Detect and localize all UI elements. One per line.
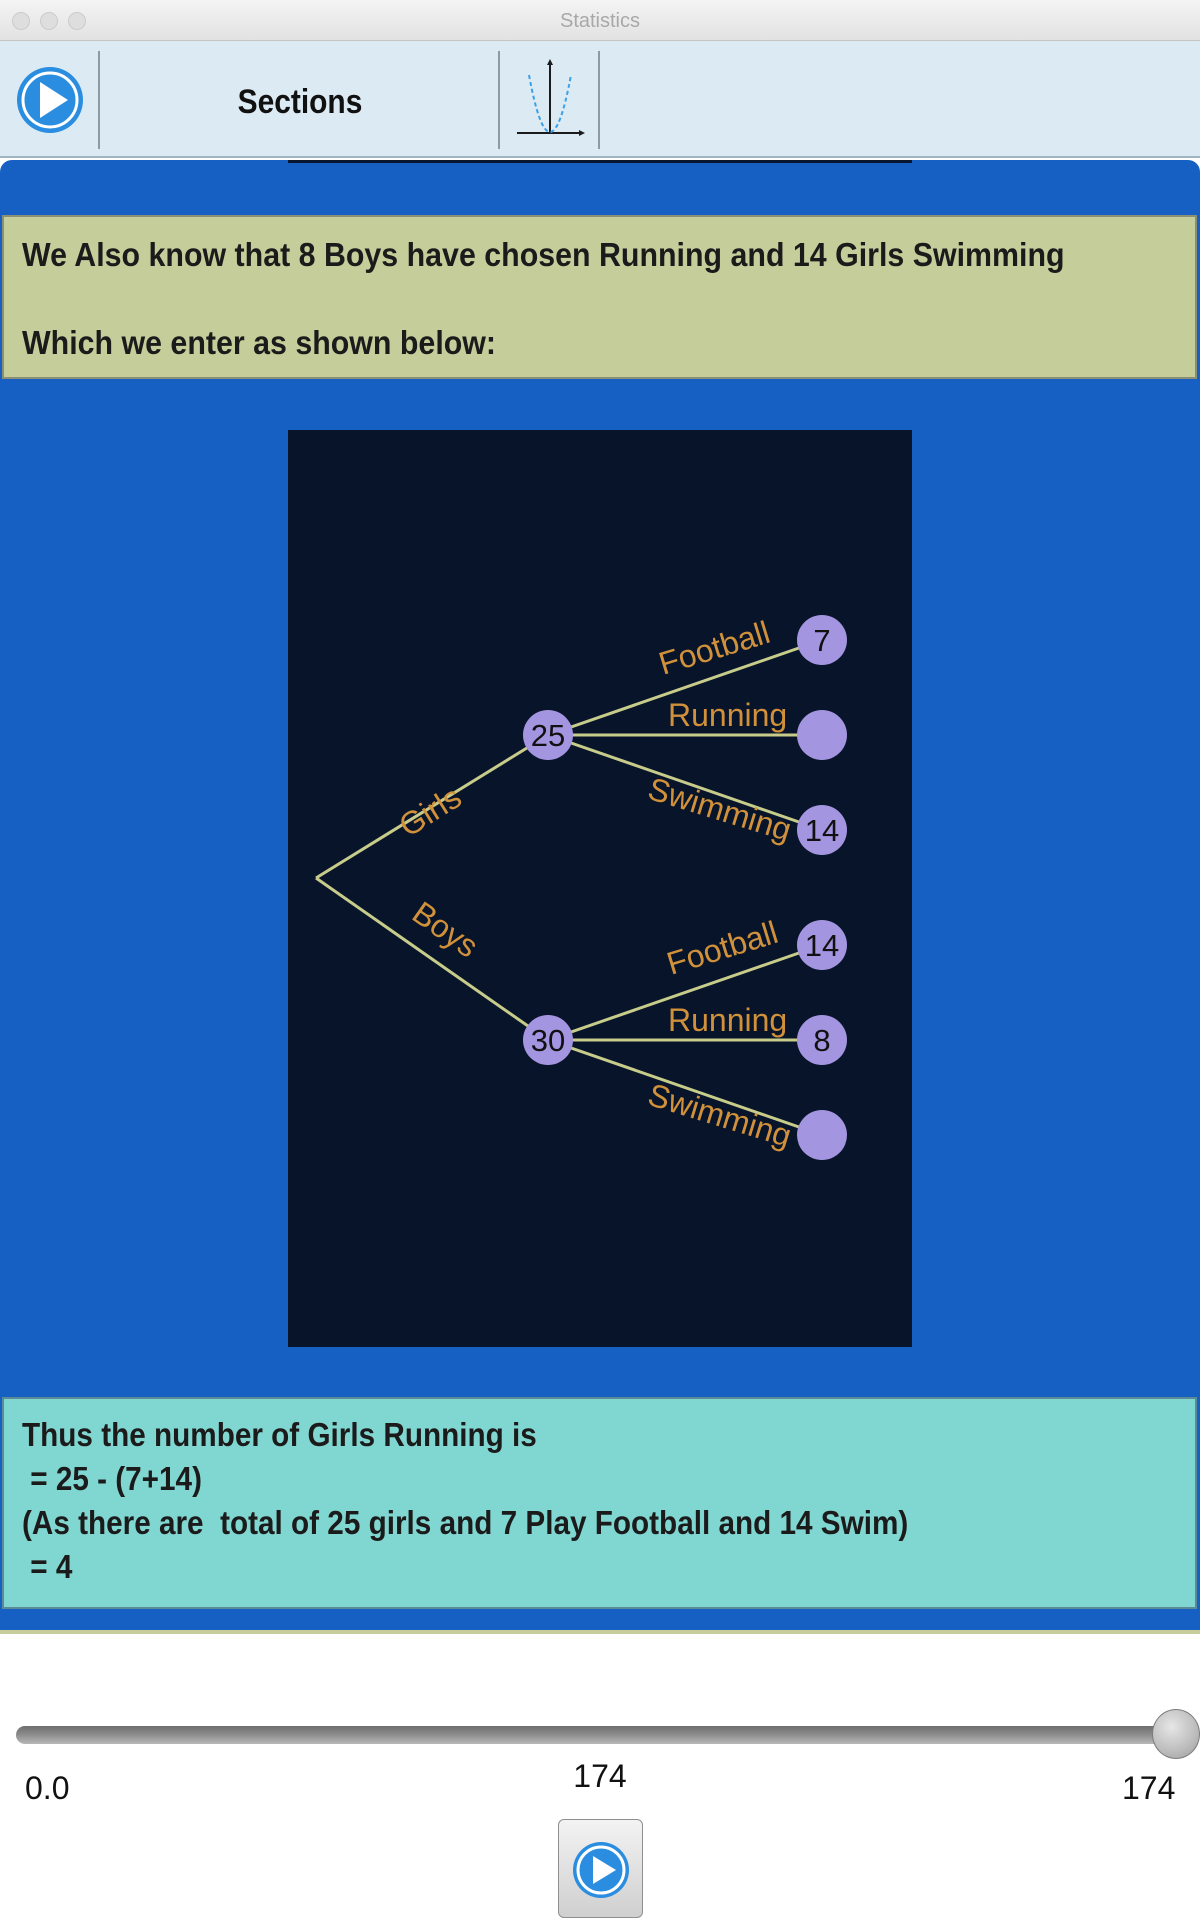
boys-swimming-branch [547, 1038, 823, 1137]
info-line-2: Which we enter as shown below: [22, 324, 497, 361]
girls-branch [315, 733, 549, 880]
tree-diagram: Girls Boys Football Running Swimming Foo… [315, 614, 847, 1160]
info-line-1: We Also know that 8 Boys have chosen Run… [22, 236, 1065, 273]
girls-swimming-branch [547, 733, 823, 832]
node-girls-total [523, 710, 573, 760]
window-title: Statistics [559, 10, 641, 32]
node-girls-football-value: 7 [813, 623, 830, 658]
node-boys-running-value: 8 [813, 1023, 830, 1058]
branch-label-girls-football: Football [655, 614, 774, 682]
node-girls-running [797, 710, 847, 760]
progress-slider-track[interactable] [16, 1726, 1181, 1744]
sections-button[interactable]: Sections [237, 83, 363, 121]
branch-label-girls-running: Running [668, 697, 787, 733]
play-icon [17, 67, 83, 133]
branch-label-girls-swimming: Swimming [644, 770, 796, 848]
boys-branch [315, 876, 549, 1042]
branch-label-boys-swimming: Swimming [644, 1076, 796, 1154]
slider-max-label: 174 [1122, 1770, 1176, 1806]
toolbar-separator [498, 51, 500, 149]
result-line-2: = 25 - (7+14) [22, 1460, 202, 1497]
tree-diagram-panel: Girls Boys Football Running Swimming Foo… [288, 430, 912, 1347]
result-box: Thus the number of Girls Running is = 25… [2, 1397, 1197, 1609]
node-boys-total [523, 1015, 573, 1065]
node-girls-football [797, 615, 847, 665]
window-titlebar: Statistics [0, 0, 1200, 41]
close-window-button[interactable] [12, 12, 30, 30]
boys-football-branch [547, 943, 823, 1042]
result-line-4: = 4 [22, 1548, 73, 1585]
zoom-window-button[interactable] [68, 12, 86, 30]
node-girls-swimming [797, 805, 847, 855]
bottom-play-button[interactable] [558, 1819, 643, 1918]
node-boys-football [797, 920, 847, 970]
result-line-1: Thus the number of Girls Running is [22, 1416, 537, 1453]
toolbar: Sections [0, 41, 1200, 158]
minimize-window-button[interactable] [40, 12, 58, 30]
toolbar-separator [598, 51, 600, 149]
branch-label-girls: Girls [393, 779, 468, 844]
node-boys-running [797, 1015, 847, 1065]
content-panel: We Also know that 8 Boys have chosen Run… [0, 160, 1200, 1634]
chart-icon[interactable] [515, 59, 585, 141]
progress-slider-thumb[interactable] [1152, 1709, 1200, 1759]
node-boys-total-value: 30 [531, 1023, 565, 1058]
toolbar-separator [98, 51, 100, 149]
play-icon [573, 1842, 629, 1898]
node-girls-total-value: 25 [531, 718, 565, 753]
info-box: We Also know that 8 Boys have chosen Run… [2, 215, 1197, 379]
girls-football-branch [547, 638, 823, 737]
node-girls-swimming-value: 14 [805, 813, 839, 848]
node-boys-football-value: 14 [805, 928, 839, 963]
branch-label-boys-running: Running [668, 1002, 787, 1038]
slider-current-label: 174 [573, 1758, 627, 1794]
branch-label-boys: Boys [406, 894, 485, 964]
node-boys-swimming [797, 1110, 847, 1160]
branch-label-boys-football: Football [663, 914, 782, 982]
panel-notch [288, 160, 912, 163]
play-button[interactable] [15, 61, 85, 139]
slider-min-label: 0.0 [25, 1770, 70, 1806]
result-line-3: (As there are total of 25 girls and 7 Pl… [22, 1504, 909, 1541]
